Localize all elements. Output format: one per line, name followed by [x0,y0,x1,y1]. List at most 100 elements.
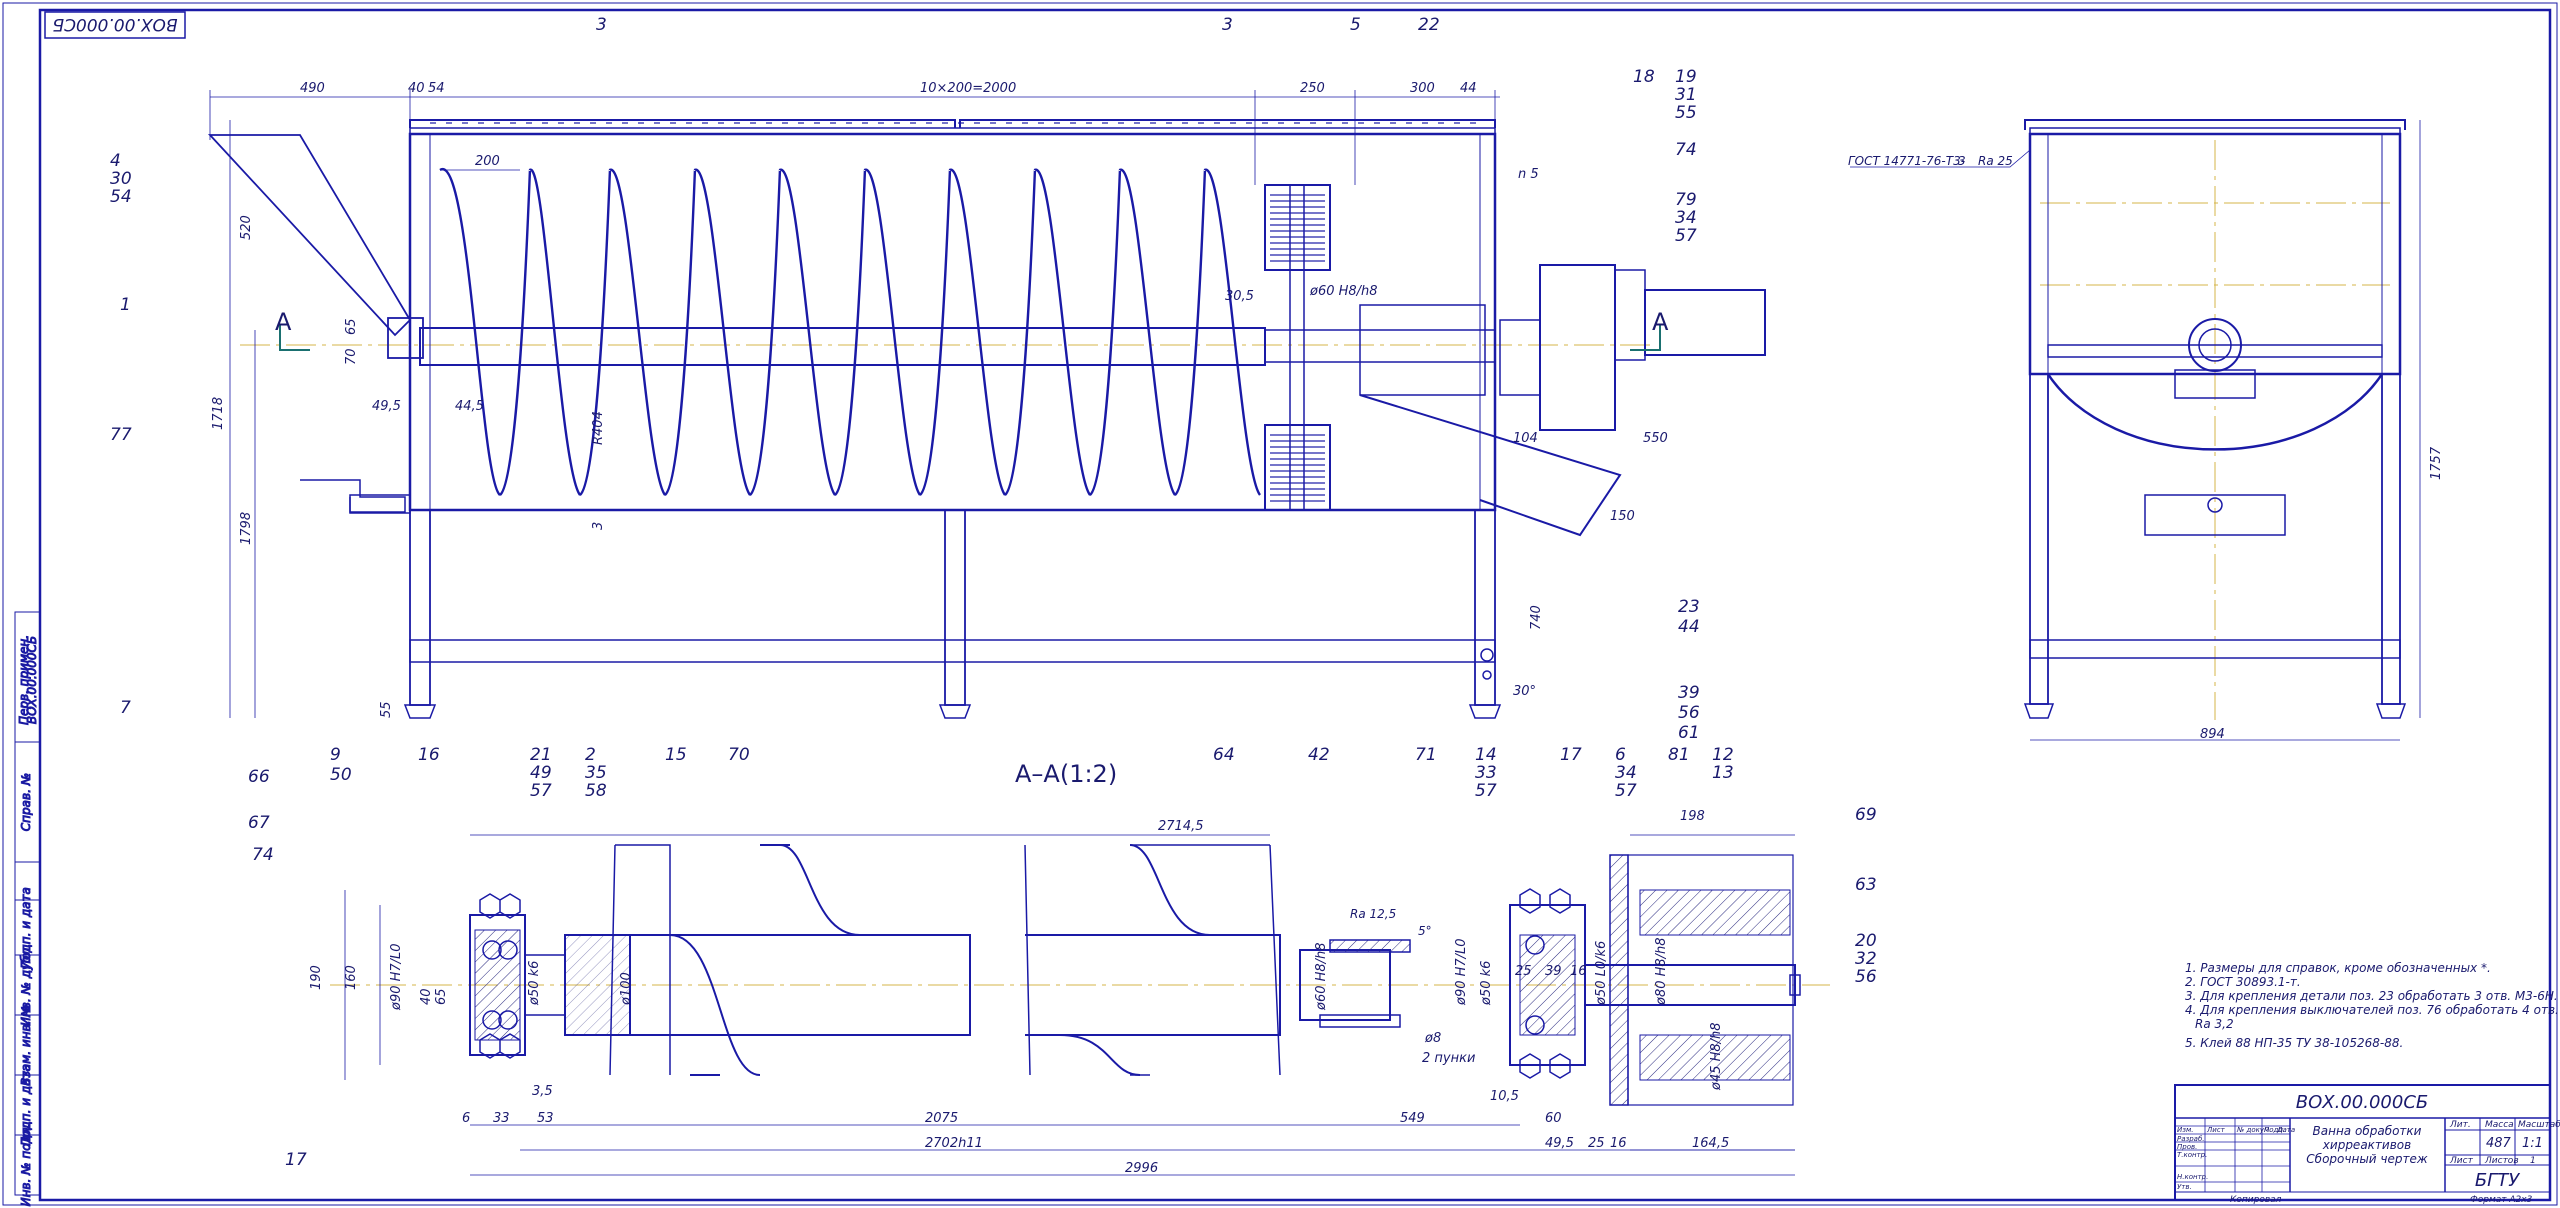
dim: 104 [1513,431,1538,446]
callout: 56 [1678,703,1700,723]
callout: 57 [530,781,552,801]
note: 2. ГОСТ 30893.1-т. [2185,975,2301,989]
dim: 160 [344,965,359,990]
weld-standard: ГОСТ 14771-76-Т3- [1848,154,1965,168]
callout: 61 [1678,723,1700,743]
callout: 23 [1678,597,1700,617]
mass-value: 487 [2486,1136,2512,1151]
dim: ø90 H7/L0 [389,943,404,1011]
stamp-replace-inv: Взам. инв. № [19,1004,33,1085]
sheets-count: 1 [2530,1156,2536,1166]
callout: 74 [1675,140,1697,160]
format-label: Формат А2х3 [2470,1195,2533,1205]
role: Т.контр. [2177,1151,2207,1159]
dim: 49,5 [1545,1136,1574,1151]
callout: 15 [665,745,687,765]
section-view-labels: 66 67 74 16 21 49 57 2 35 58 15 70 64 42… [248,745,1877,1176]
dim: 2996 [1125,1161,1158,1176]
dim: 10,5 [1490,1089,1519,1104]
callout: 16 [418,745,440,765]
role: Утв. [2177,1183,2192,1191]
dim: 30° [1513,684,1536,699]
callout: 9 [330,745,341,765]
dim: ø50 L0/k6 [1594,941,1609,1006]
dim: Ra 12,5 [1350,907,1396,921]
dim: 10×200=2000 [920,81,1016,96]
dim: ø50 k6 [527,961,542,1006]
callout: 44 [1678,617,1700,637]
callout: 57 [1675,226,1697,246]
dim: 40 [408,81,425,96]
callout: 4 [110,151,121,171]
callout: 69 [1855,805,1877,825]
stamp-sign-date-1: Подп. и дата [19,887,33,969]
scale-value: 1:1 [2522,1136,2543,1151]
callout: 66 [248,767,270,787]
callout: 2 [585,745,596,765]
dim: 740 [1529,605,1544,630]
mirrored-code-text: ВОХ.00.000СБ [52,14,177,34]
dim: ø60 H8/h8 [1314,942,1329,1011]
callout: 74 [252,845,274,865]
dim: 150 [1610,509,1635,524]
callout: 58 [585,781,607,801]
dim: 164,5 [1692,1136,1729,1151]
dim: 2714,5 [1158,819,1204,834]
callout: 12 [1712,745,1734,765]
callout: 33 [1475,763,1497,783]
callout: 14 [1475,745,1497,765]
note: Ra 3,2 [2195,1017,2234,1031]
callout: 67 [248,813,270,833]
callout: 39 [1678,683,1700,703]
side-stamp: Перв. примен. ВОХ.00.000СБ Справ. № Подп… [14,611,41,1207]
dim: 60 [1545,1111,1562,1126]
dim: 200 [475,154,500,169]
dim: 33 [493,1111,510,1126]
dim: 30,5 [1225,289,1254,304]
row-head: Лист [2206,1126,2226,1134]
callout: 79 [1675,190,1697,210]
callout: 71 [1415,745,1437,765]
dim: 6 [462,1111,470,1126]
row-head: Изм. [2177,1126,2193,1134]
row-head: Подп. [2264,1126,2285,1134]
dim: 300 [1410,81,1435,96]
auger-flights [439,168,1262,496]
dim: 70 [344,348,359,365]
dim: 549 [1400,1111,1425,1126]
dim: 550 [1643,431,1668,446]
side-view [1850,119,2421,741]
dim: 44 [1460,81,1477,96]
callout: 3 [596,15,607,35]
dim: 3,5 [532,1084,553,1099]
dim: ø100 [619,972,634,1006]
note: 5. Клей 88 НП-35 ТУ 38-105268-88. [2185,1036,2403,1050]
note: 1. Размеры для справок, кроме обозначенн… [2185,961,2491,975]
callout: 3 [1222,15,1233,35]
col-mass: Масса [2485,1120,2514,1130]
role: Н.контр. [2177,1173,2208,1181]
dim: 40 [419,988,434,1005]
callout: 63 [1855,875,1877,895]
title-name-1: Ванна обработки [2313,1124,2422,1138]
stamp-ref-no: Справ. № [19,773,33,831]
callout: 77 [110,425,132,445]
col-scale: Масштаб [2518,1120,2560,1130]
callout: 20 [1855,931,1877,951]
section-mark-left: А [275,308,292,336]
callout: 13 [1712,763,1734,783]
main-view [207,90,1766,719]
callout: 22 [1418,15,1440,35]
dim: 25 [1588,1136,1605,1151]
callout: 6 [1615,745,1626,765]
dim: 520 [239,215,254,240]
dim: 65 [344,318,359,335]
callout: 34 [1615,763,1637,783]
callout: 7 [120,698,131,718]
section-view [330,834,1830,1176]
callout: 57 [1615,781,1637,801]
technical-notes: 1. Размеры для справок, кроме обозначенн… [2185,961,2560,1050]
callout: 81 [1668,745,1690,765]
